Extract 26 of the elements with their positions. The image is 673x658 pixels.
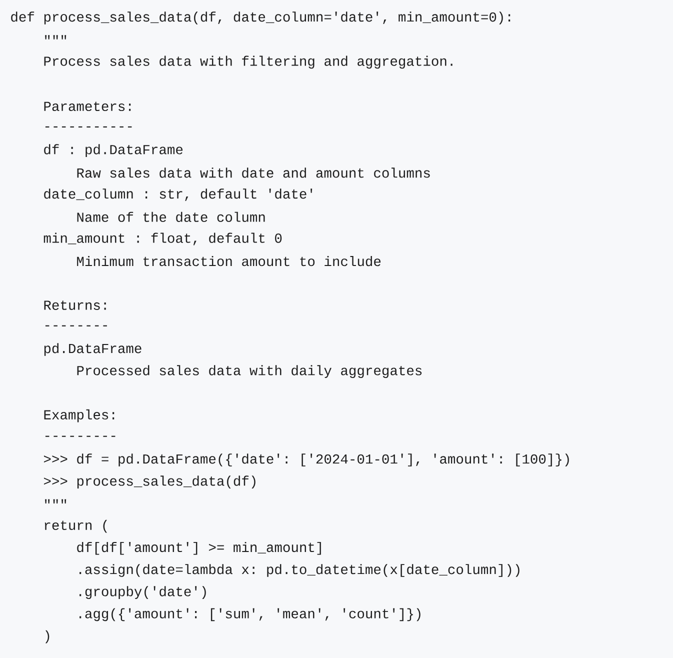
code-line: df[df['amount'] >= min_amount] xyxy=(77,542,321,555)
code-line: min_amount : float, default 0 xyxy=(44,232,282,246)
code-line: Process sales data with filtering and aggregation. xyxy=(44,56,452,69)
code-line: return ( xyxy=(44,520,107,533)
code-line: ----------- xyxy=(45,126,132,128)
code-line: Minimum transaction amount to include xyxy=(77,256,381,266)
code-line: def process_sales_data(df, date_column='date', min_amount=0): xyxy=(11,12,510,24)
code-line: """ xyxy=(45,35,66,40)
code-line: date_column : str, default 'date' xyxy=(44,188,312,201)
code-line: >>> df = pd.DataFrame({'date': ['2024-01-01'], 'amount': [100]}) xyxy=(44,454,569,466)
code-line: pd.DataFrame xyxy=(44,343,142,356)
code-line: Processed sales data with daily aggregates xyxy=(77,365,422,378)
code-line: ) xyxy=(45,630,50,644)
code-line: >>> process_sales_data(df) xyxy=(44,476,256,488)
code-line: df : pd.DataFrame xyxy=(44,144,183,157)
code-line: --------- xyxy=(45,436,116,437)
code-line: -------- xyxy=(45,325,107,326)
code-line: """ xyxy=(45,499,66,504)
code-line: Examples: xyxy=(44,409,114,422)
code-line: Parameters: xyxy=(44,102,131,112)
code-line: Name of the date column xyxy=(77,212,265,222)
code-line: Raw sales data with date and amount columns xyxy=(77,168,430,178)
code-line: .agg({'amount': ['sum', 'mean', 'count']}) xyxy=(80,608,420,622)
code-line: .assign(date=lambda x: pd.to_datetime(x[date_column])) xyxy=(80,564,520,577)
code-line: Returns: xyxy=(44,300,106,310)
code-line: .groupby('date') xyxy=(80,586,206,599)
